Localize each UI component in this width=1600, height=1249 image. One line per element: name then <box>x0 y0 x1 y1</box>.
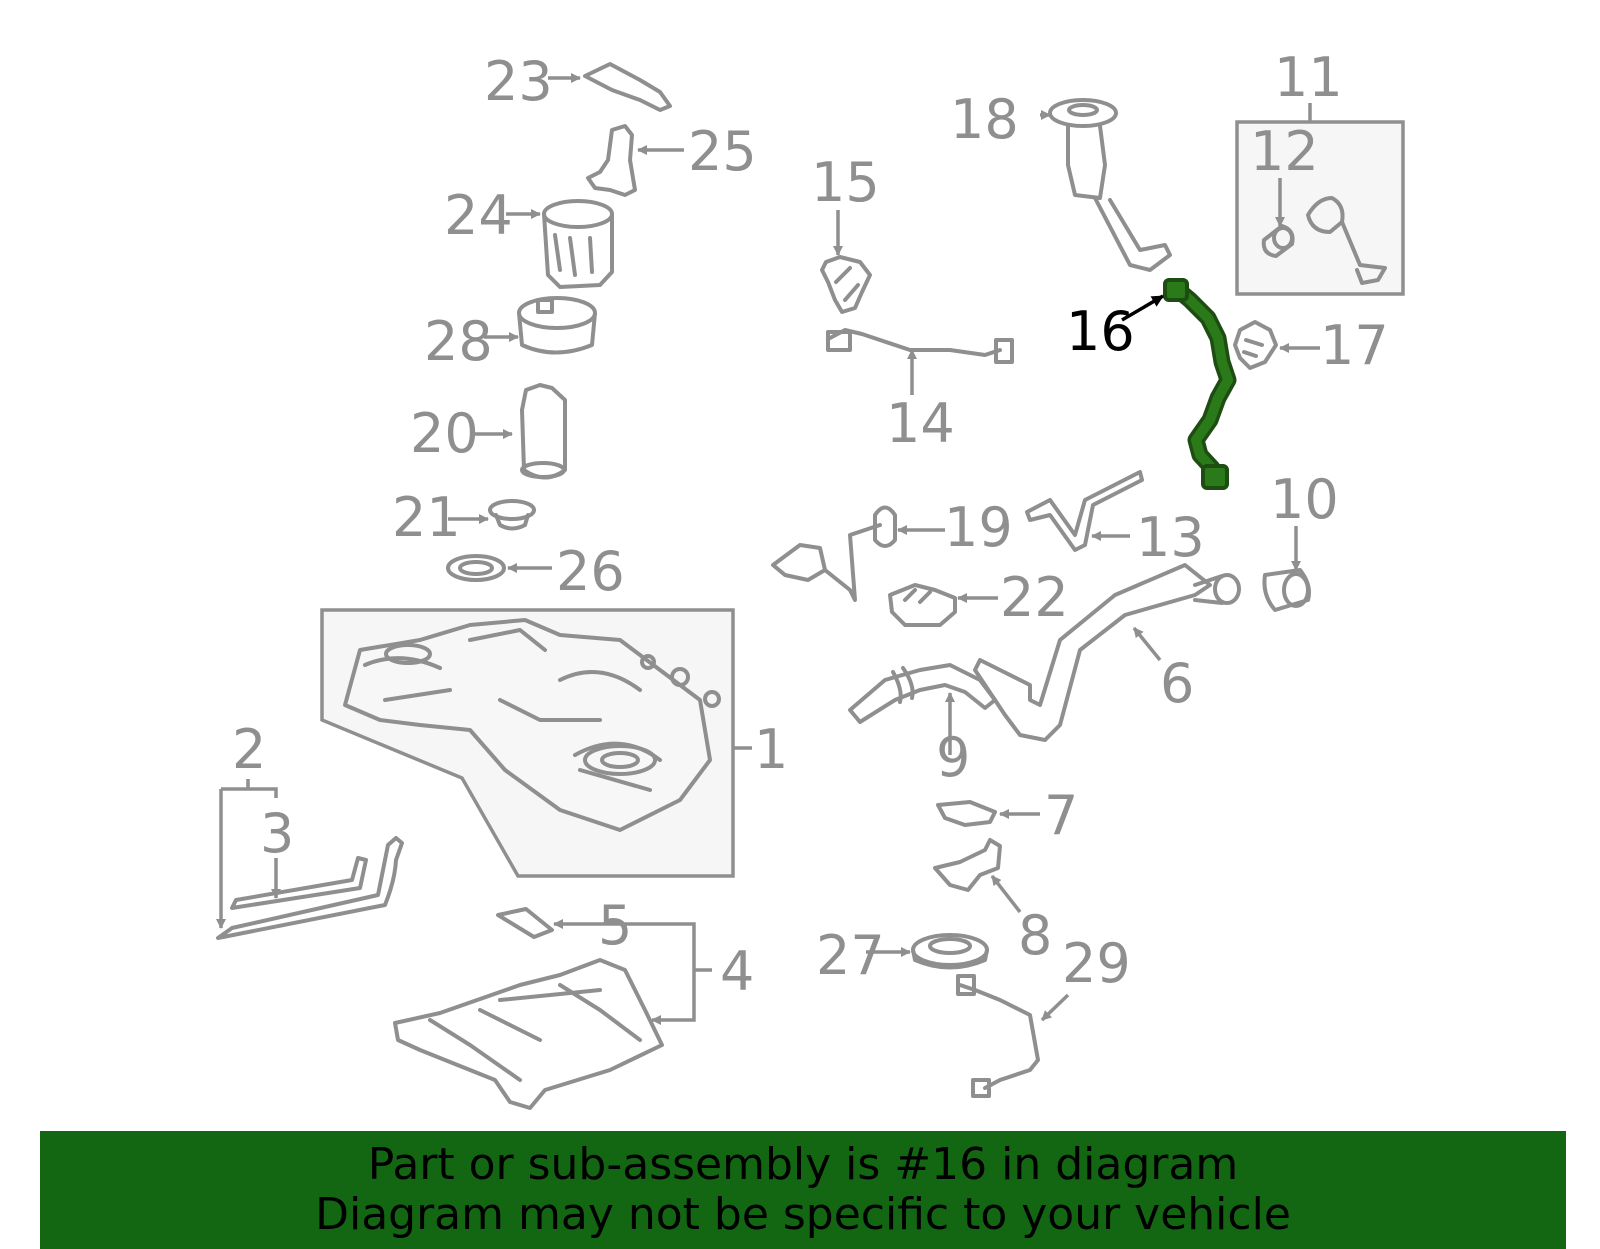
callout-12: 12 <box>1250 120 1319 183</box>
ring-parts <box>446 499 552 582</box>
filler-cap-part <box>1262 526 1311 612</box>
callout-9: 9 <box>936 726 970 789</box>
clip-part <box>888 583 998 627</box>
callout-8: 8 <box>1018 904 1052 967</box>
callout-27: 27 <box>816 924 885 987</box>
vent-part <box>771 505 945 602</box>
callout-14: 14 <box>886 392 955 455</box>
bracket-parts <box>933 800 1040 914</box>
banner-line-part-number: Part or sub-assembly is #16 in diagram <box>367 1139 1239 1190</box>
callout-6: 6 <box>1160 652 1194 715</box>
callout-28: 28 <box>424 310 493 373</box>
sensor-part <box>820 210 872 314</box>
callout-10: 10 <box>1270 468 1339 531</box>
callout-25: 25 <box>688 120 757 183</box>
fuel-line-part <box>956 974 1070 1098</box>
filler-pipe-part <box>973 563 1241 742</box>
pump-cover-part <box>484 296 597 355</box>
tank-shield-parts <box>393 907 712 1110</box>
callout-2: 2 <box>232 718 266 781</box>
callout-21: 21 <box>392 486 461 549</box>
callout-7: 7 <box>1044 784 1078 847</box>
fuel-hose-part-16-highlighted <box>1121 278 1237 490</box>
tank-strap-parts <box>216 779 404 940</box>
callout-3: 3 <box>260 802 294 865</box>
callout-24: 24 <box>444 184 513 247</box>
callout-11: 11 <box>1274 46 1343 109</box>
callout-22: 22 <box>1000 566 1069 629</box>
gasket-part <box>1233 320 1320 370</box>
fuel-tank-part <box>320 608 752 878</box>
callout-29: 29 <box>1062 932 1131 995</box>
callout-15: 15 <box>811 151 880 214</box>
fuel-pump-part <box>470 383 567 480</box>
callout-5: 5 <box>598 894 632 957</box>
callout-23: 23 <box>484 50 553 113</box>
callout-19: 19 <box>944 496 1013 559</box>
banner-line-disclaimer: Diagram may not be specific to your vehi… <box>315 1189 1291 1240</box>
callout-16: 16 <box>1066 300 1135 363</box>
hose-part <box>848 663 997 755</box>
info-banner: Part or sub-assembly is #16 in diagram D… <box>40 1131 1566 1249</box>
callout-17: 17 <box>1320 314 1389 377</box>
lid-assembly-part <box>1235 103 1405 296</box>
callout-13: 13 <box>1136 506 1205 569</box>
callout-20: 20 <box>410 402 479 465</box>
strainer-part <box>548 62 672 112</box>
callout-26: 26 <box>556 540 625 603</box>
harness-part <box>826 328 1014 395</box>
pump-housing-part <box>506 199 614 289</box>
callout-4: 4 <box>720 940 754 1003</box>
sender-unit-part <box>1040 98 1172 272</box>
callout-18: 18 <box>950 88 1019 151</box>
tube-part <box>1025 470 1144 552</box>
seal-ring-part <box>866 933 989 970</box>
regulator-part <box>586 124 684 197</box>
callout-1: 1 <box>754 718 788 781</box>
